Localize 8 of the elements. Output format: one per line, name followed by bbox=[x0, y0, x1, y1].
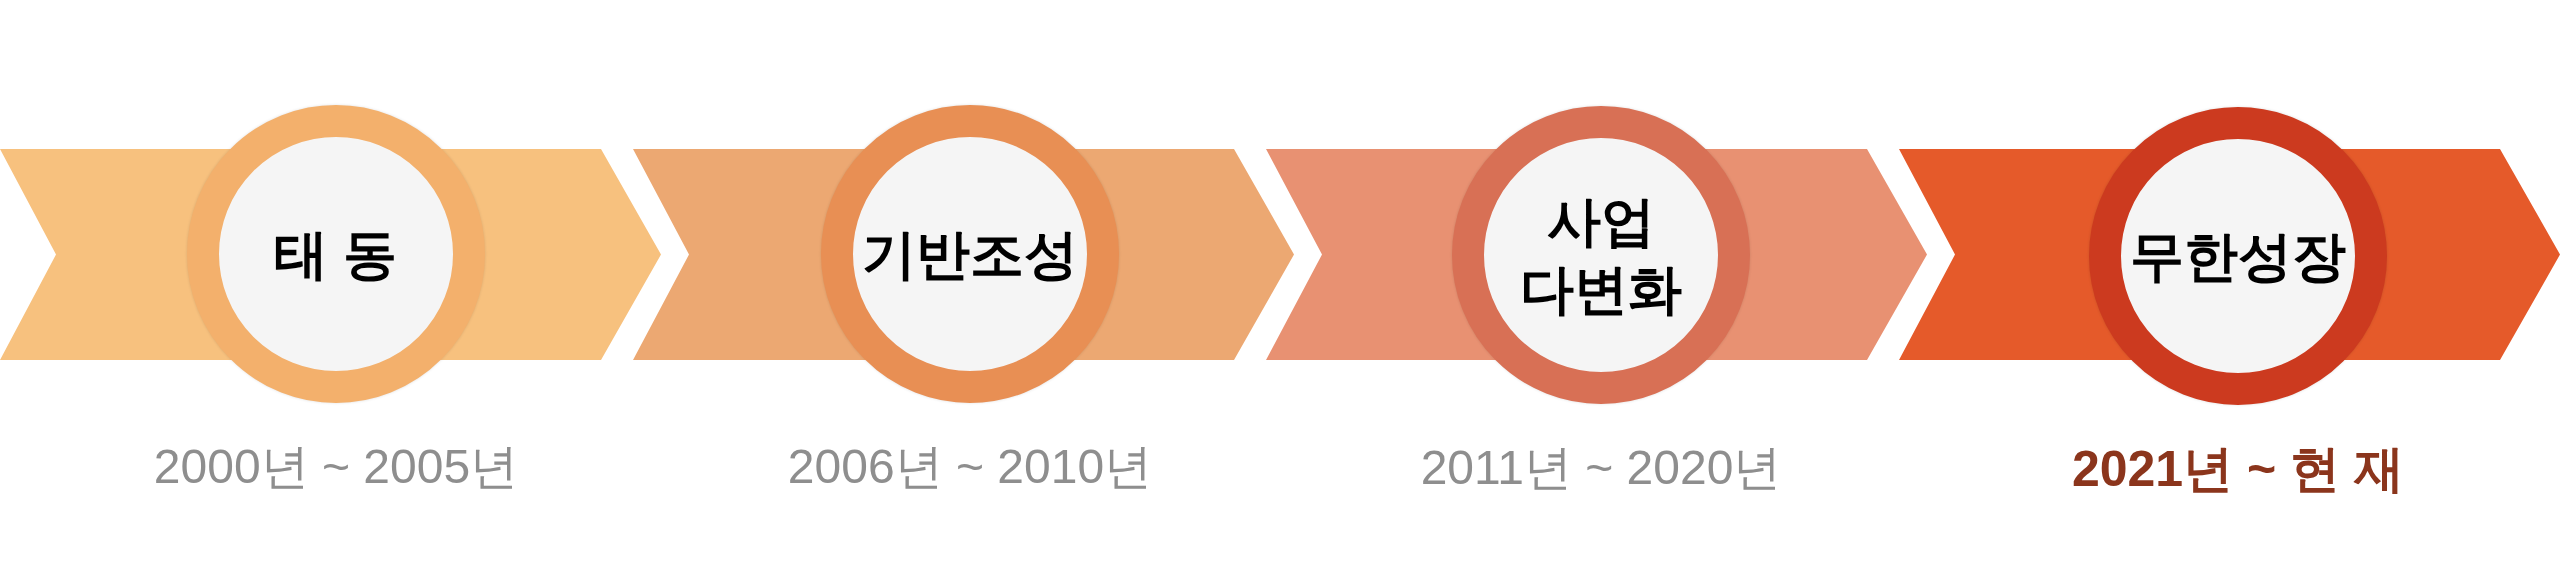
stage-label: 무한성장 bbox=[2130, 225, 2346, 288]
year-range: 2011년 ~ 2020년 bbox=[1420, 440, 1782, 496]
year-range: 2021년 ~ 현 재 bbox=[2071, 440, 2405, 498]
stage-label: 태 동 bbox=[274, 223, 398, 286]
year-range: 2000년 ~ 2005년 bbox=[153, 439, 519, 495]
stage-label: 기반조성 bbox=[862, 223, 1078, 286]
stage-label: 사업 다변화 bbox=[1519, 190, 1683, 321]
year-range: 2006년 ~ 2010년 bbox=[787, 439, 1153, 495]
